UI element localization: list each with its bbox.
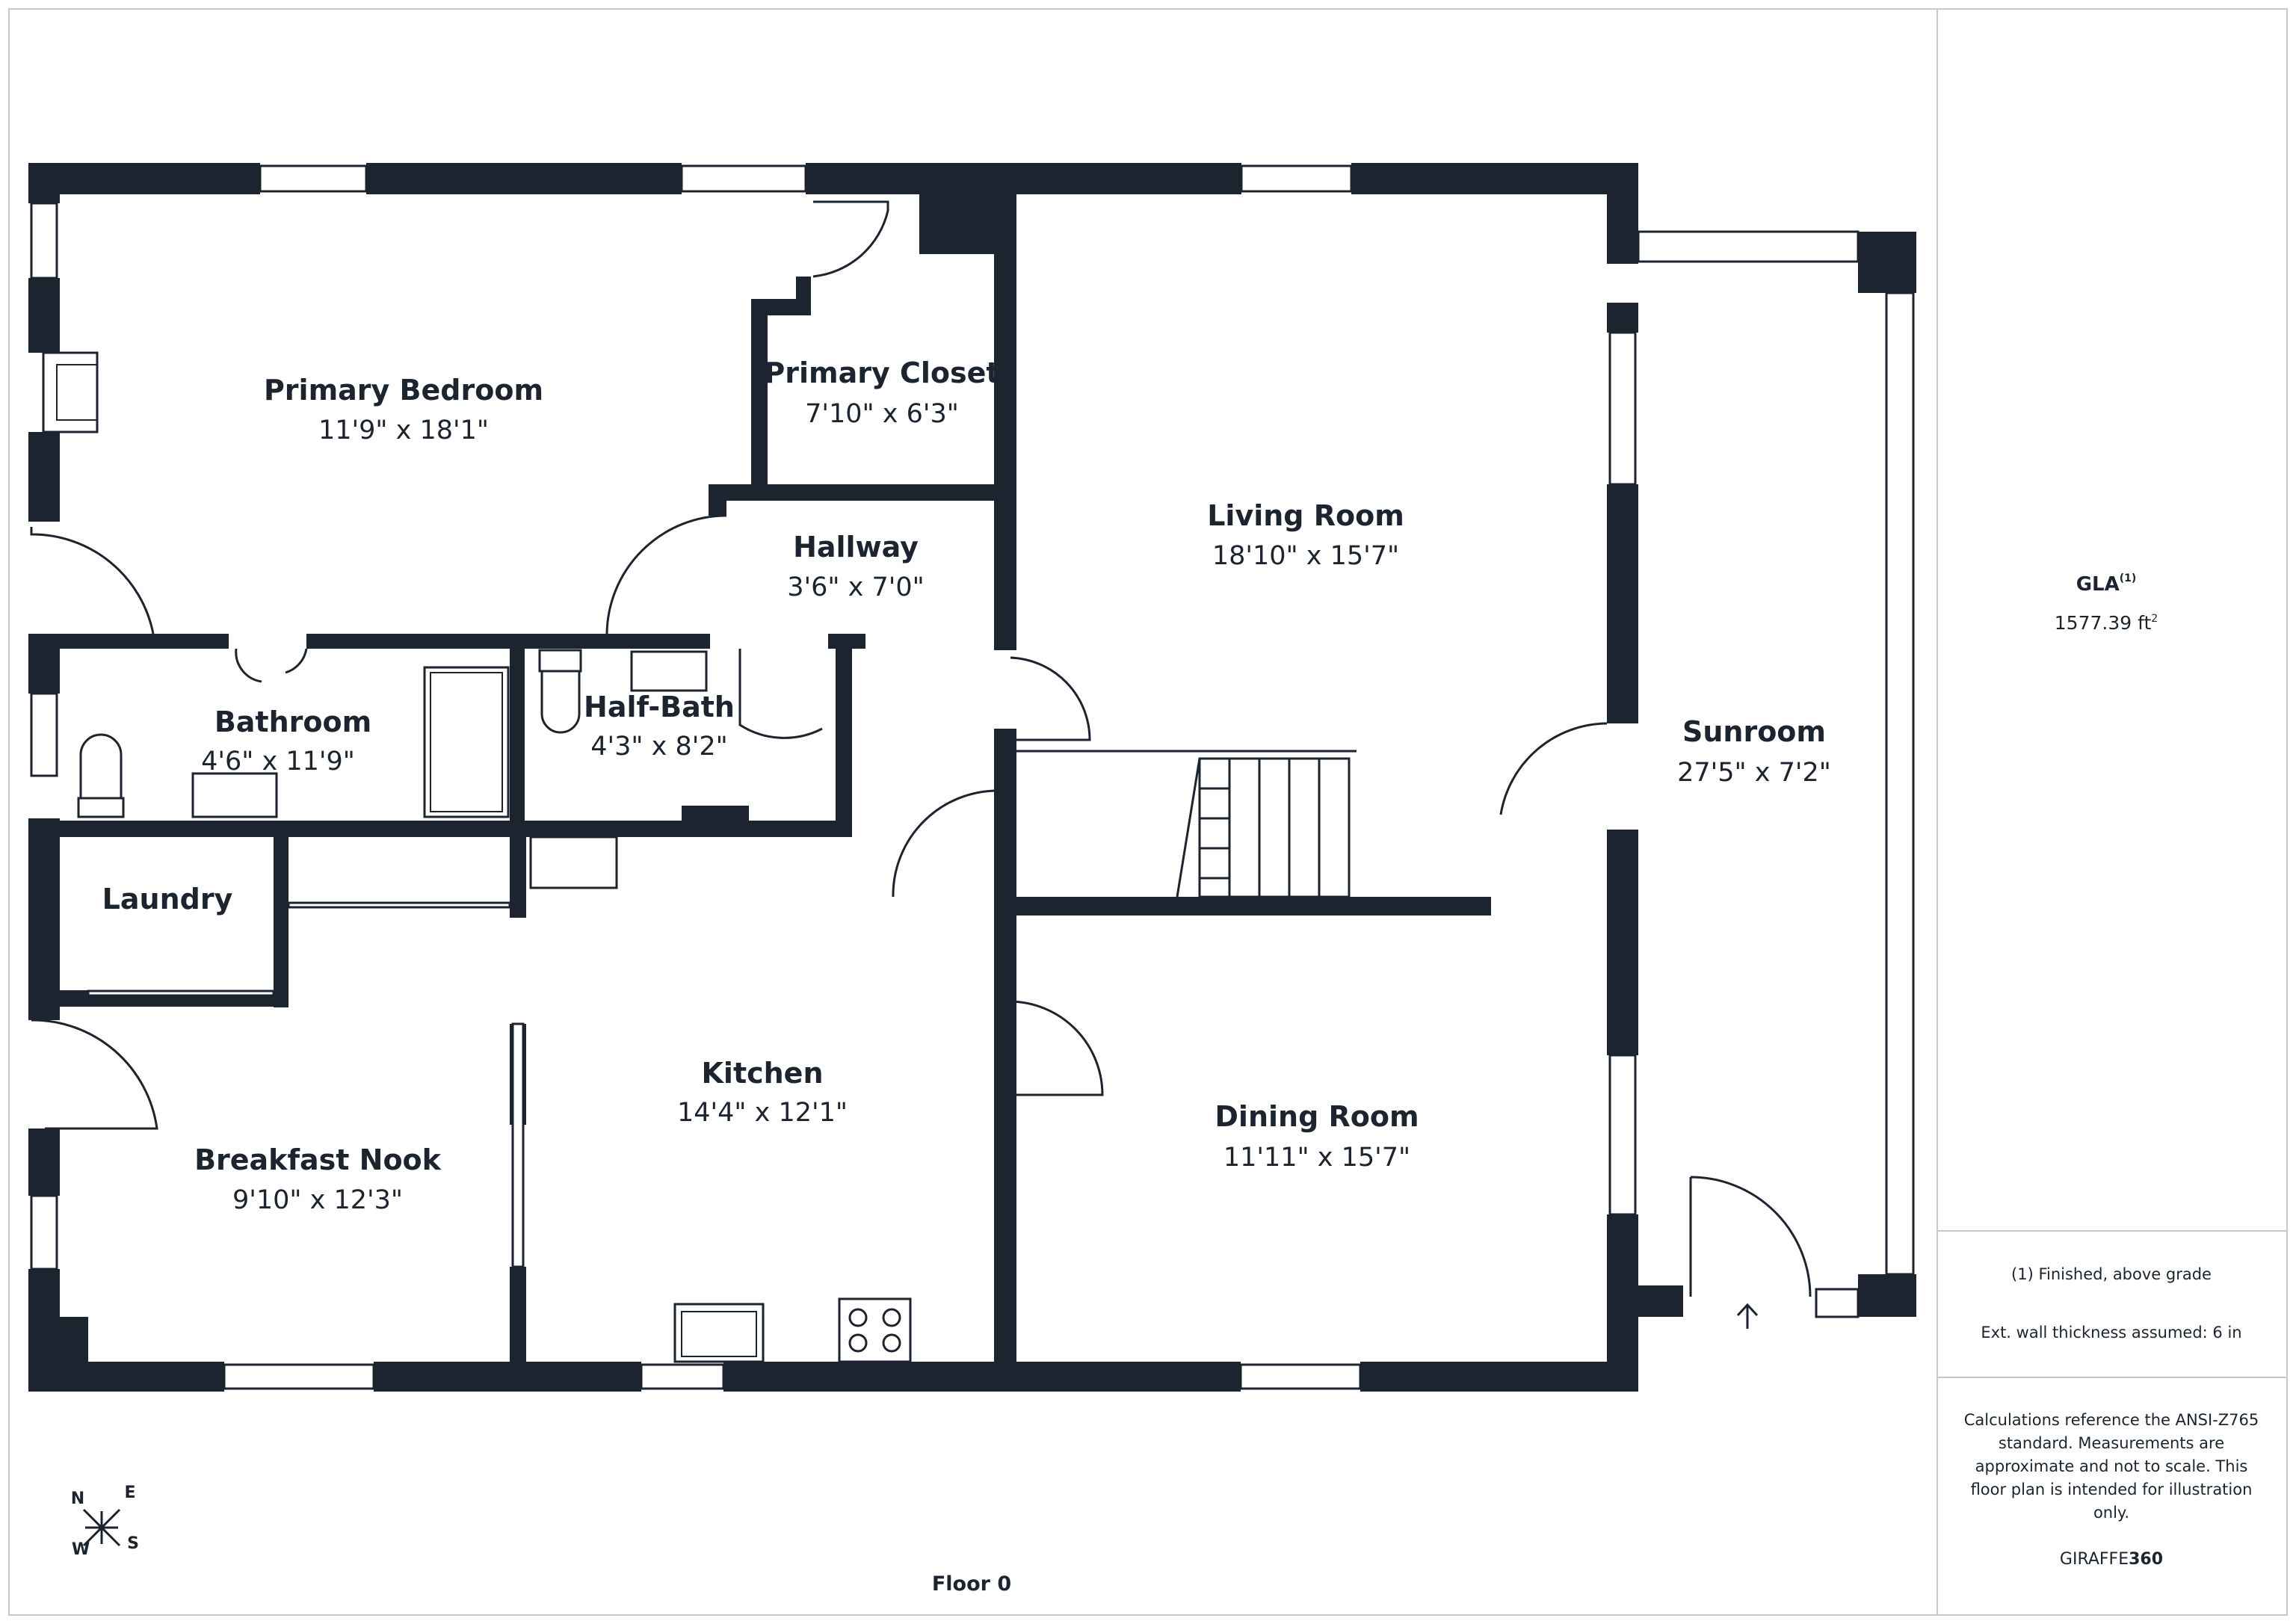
room-labels: Primary Bedroom 11'9" x 18'1" Primary Cl… <box>102 356 1831 1215</box>
room-dims-sunroom: 27'5" x 7'2" <box>1677 758 1831 788</box>
room-dims-living-room: 18'10" x 15'7" <box>1212 541 1399 571</box>
disclaimer-line-2: standard. Measurements are <box>1999 1434 2224 1452</box>
room-name-sunroom: Sunroom <box>1682 715 1826 748</box>
brand-logo: GIRAFFE360 <box>2060 1550 2163 1569</box>
fixtures <box>42 351 1759 1363</box>
room-dims-primary-bedroom: 11'9" x 18'1" <box>318 416 489 445</box>
stairs <box>1016 750 1357 898</box>
room-name-kitchen: Kitchen <box>701 1057 823 1090</box>
doors <box>30 200 1812 1297</box>
compass-w: W <box>72 1540 90 1559</box>
gla-value: 1577.39 ft2 <box>2055 612 2158 634</box>
disclaimer-line-5: only. <box>2093 1504 2129 1522</box>
room-name-bathroom: Bathroom <box>215 706 371 738</box>
disclaimer-line-4: floor plan is intended for illustration <box>1971 1481 2253 1498</box>
room-name-breakfast-nook: Breakfast Nook <box>194 1143 442 1176</box>
compass: N E W S <box>71 1483 139 1559</box>
disclaimer-line-1: Calculations reference the ANSI-Z765 <box>1964 1411 2259 1429</box>
room-name-living-room: Living Room <box>1207 499 1404 532</box>
room-name-primary-closet: Primary Closet <box>764 356 999 389</box>
windows <box>30 164 1915 1390</box>
room-name-half-bath: Half-Bath <box>584 691 735 723</box>
disclaimer-line-3: approximate and not to scale. This <box>1975 1457 2248 1475</box>
sidebar: GLA(1) 1577.39 ft2 (1) Finished, above g… <box>1964 572 2259 1569</box>
room-dims-bathroom: 4'6" x 11'9" <box>201 747 355 777</box>
walls <box>28 163 1916 1392</box>
compass-n: N <box>71 1489 84 1508</box>
page-frame <box>8 8 2288 1616</box>
room-dims-breakfast-nook: 9'10" x 12'3" <box>232 1185 403 1215</box>
room-name-hallway: Hallway <box>793 531 919 564</box>
note-wall-thickness: Ext. wall thickness assumed: 6 in <box>1981 1324 2241 1342</box>
compass-e: E <box>124 1483 135 1502</box>
compass-s: S <box>127 1534 139 1553</box>
room-name-dining-room: Dining Room <box>1215 1100 1419 1133</box>
room-name-laundry: Laundry <box>102 883 233 916</box>
room-dims-hallway: 3'6" x 7'0" <box>787 572 924 602</box>
room-dims-dining-room: 11'11" x 15'7" <box>1223 1143 1410 1173</box>
note-finished: (1) Finished, above grade <box>2011 1265 2212 1283</box>
room-dims-kitchen: 14'4" x 12'1" <box>677 1098 848 1128</box>
room-name-primary-bedroom: Primary Bedroom <box>264 374 543 407</box>
room-dims-primary-closet: 7'10" x 6'3" <box>805 399 959 429</box>
gla-label: GLA(1) <box>2076 572 2137 596</box>
floor-label: Floor 0 <box>932 1572 1011 1596</box>
room-dims-half-bath: 4'3" x 8'2" <box>590 732 727 762</box>
